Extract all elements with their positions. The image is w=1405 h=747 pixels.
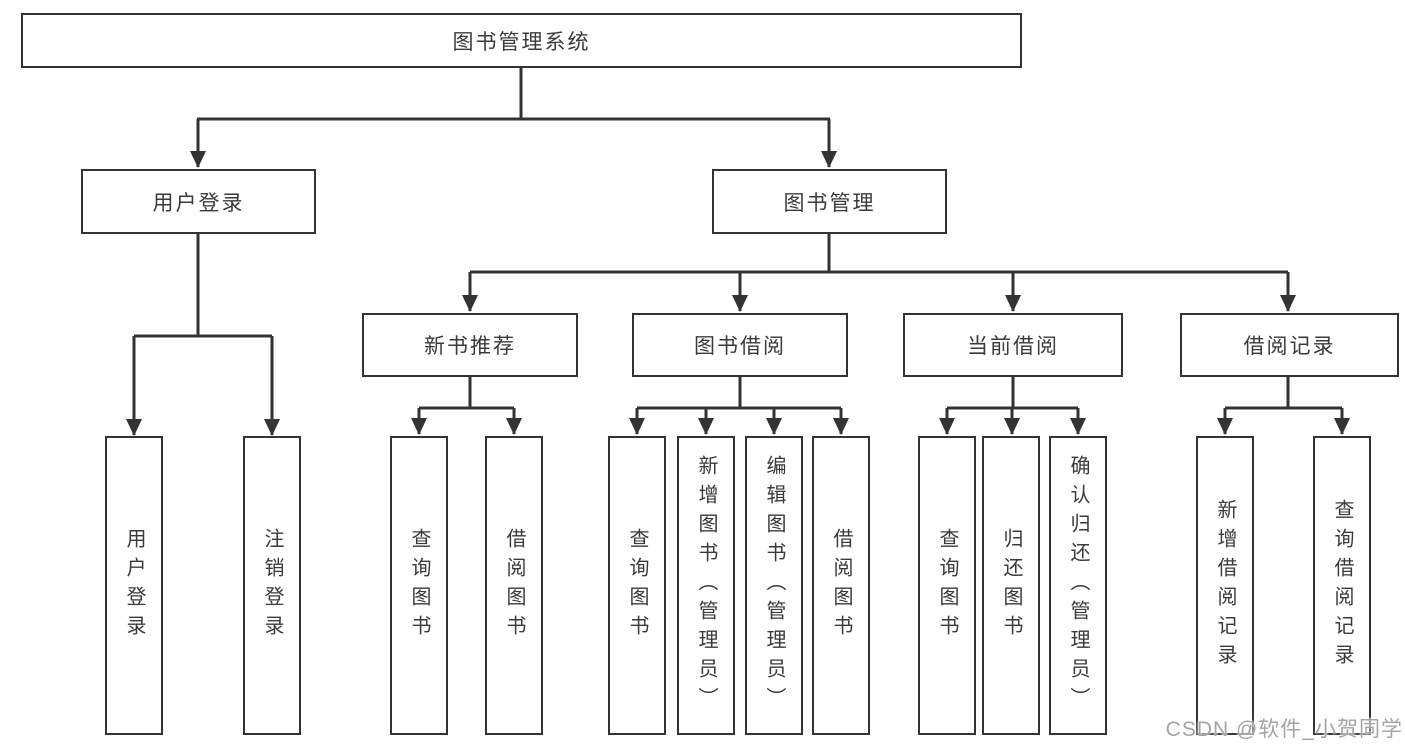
leaf-confirm-return-admin: 确认归还（管理员） [1049,436,1107,735]
leaf-logout: 注销登录 [243,436,301,735]
node-library-system-label: 图书管理系统 [452,30,591,54]
node-book-management-label: 图书管理 [783,191,876,215]
leaf-user-login-label: 用户登录 [123,527,145,644]
leaf-borrow-book-recommend-label: 借阅图书 [503,527,525,644]
leaf-logout-label: 注销登录 [261,527,283,644]
leaf-add-book-admin: 新增图书（管理员） [677,436,735,735]
leaf-borrow-book-recommend: 借阅图书 [485,436,543,735]
leaf-edit-book-admin-label: 编辑图书（管理员） [763,455,785,716]
leaf-add-borrow-record: 新增借阅记录 [1196,436,1254,735]
node-borrow-records-label: 借阅记录 [1243,335,1336,358]
leaf-query-books-recommend-label: 查询图书 [408,527,430,644]
leaf-query-borrow-record: 查询借阅记录 [1313,436,1371,735]
node-book-borrow: 图书借阅 [632,313,848,377]
leaf-add-book-admin-label: 新增图书（管理员） [695,455,717,716]
leaf-user-login: 用户登录 [105,436,163,735]
node-new-book-recommend-label: 新书推荐 [424,335,516,358]
leaf-query-books-recommend: 查询图书 [390,436,448,735]
csdn-watermark: CSDN @软件_小贺同学 [1165,718,1403,741]
leaf-borrow-book-label: 借阅图书 [830,527,852,644]
node-user-login: 用户登录 [81,169,316,234]
leaf-add-borrow-record-label: 新增借阅记录 [1214,498,1236,673]
node-book-management: 图书管理 [712,169,947,234]
node-user-login-label: 用户登录 [152,191,245,215]
leaf-query-books: 查询图书 [608,436,666,735]
leaf-query-borrow-record-label: 查询借阅记录 [1331,498,1353,673]
node-book-borrow-label: 图书借阅 [694,335,786,358]
leaf-confirm-return-admin-label: 确认归还（管理员） [1067,455,1089,716]
leaf-return-book-label: 归还图书 [1000,527,1022,644]
leaf-borrow-book: 借阅图书 [812,436,870,735]
node-borrow-records: 借阅记录 [1180,313,1399,377]
node-current-borrow-label: 当前借阅 [967,335,1059,358]
node-current-borrow: 当前借阅 [903,313,1123,377]
leaf-query-books-current-label: 查询图书 [936,527,958,644]
node-library-system: 图书管理系统 [21,13,1022,68]
leaf-edit-book-admin: 编辑图书（管理员） [745,436,803,735]
leaf-return-book: 归还图书 [982,436,1040,735]
leaf-query-books-current: 查询图书 [918,436,976,735]
leaf-query-books-label: 查询图书 [626,527,648,644]
node-new-book-recommend: 新书推荐 [362,313,578,377]
